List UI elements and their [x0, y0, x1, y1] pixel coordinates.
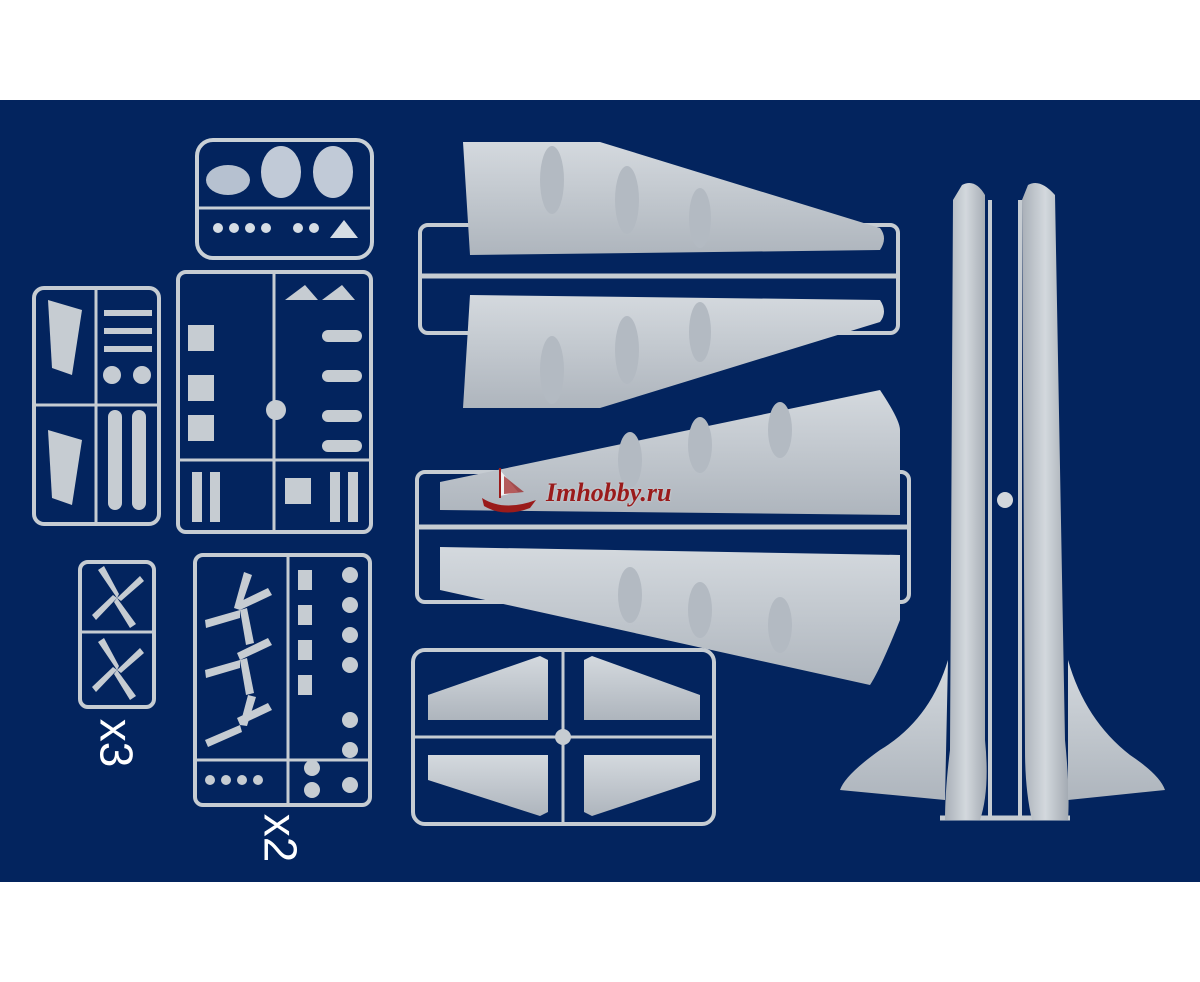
watermark-text: Imhobby.ru — [546, 478, 672, 507]
ship-logo-icon — [482, 468, 536, 513]
outer-wing-sprue — [418, 142, 900, 408]
engine-parts-sprue — [32, 286, 161, 526]
quantity-label-x2: x2 — [254, 813, 307, 863]
fuselage-sprue — [840, 182, 1165, 821]
clear-parts-sprue — [195, 138, 374, 260]
inner-wing-sprue — [415, 390, 911, 685]
interior-parts-sprue — [176, 270, 373, 534]
propeller-wheel-sprue — [193, 553, 372, 807]
photo-stage: Imhobby.ru x3 x2 — [0, 100, 1200, 882]
watermark: Imhobby.ru — [474, 460, 734, 520]
sprue-photo — [32, 138, 1165, 826]
propeller-sprue — [78, 560, 156, 709]
quantity-label-x3: x3 — [90, 718, 143, 768]
tailplane-sprue — [411, 648, 716, 826]
